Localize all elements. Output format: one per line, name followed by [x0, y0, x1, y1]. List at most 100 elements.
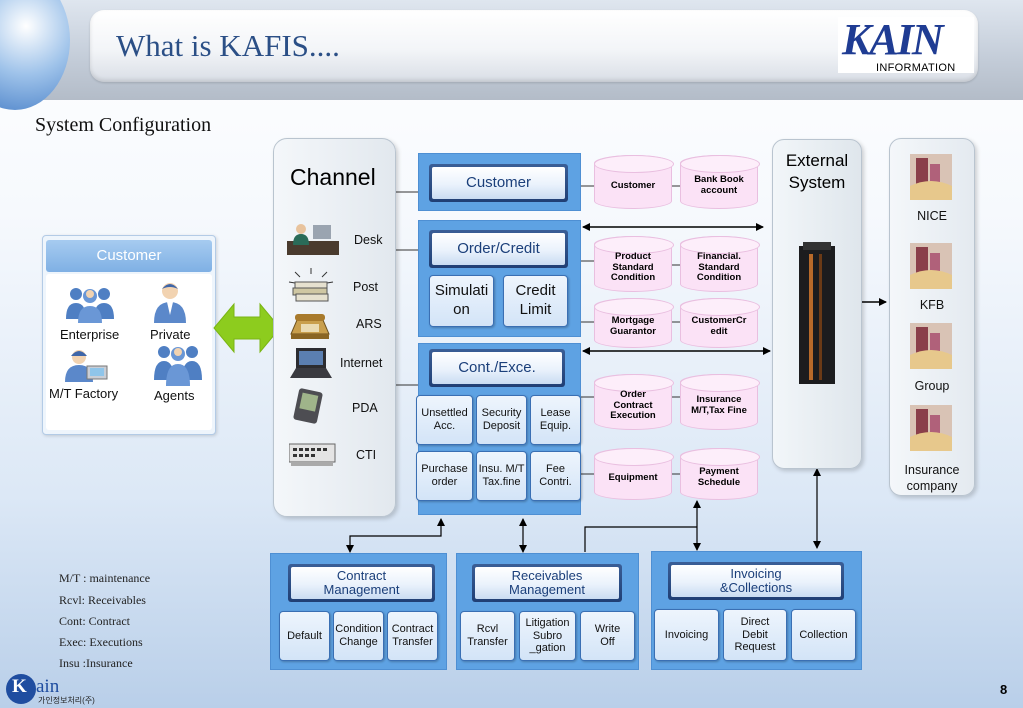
arrow-cont-contractmgmt — [346, 518, 445, 553]
unsettled-acc-label: Unsettled Acc. — [421, 407, 468, 432]
kfb-building-icon — [910, 243, 952, 289]
customer-label-mt-factory: M/T Factory — [49, 386, 119, 401]
external-system-title: External System — [785, 151, 849, 192]
cti-icon — [289, 443, 336, 466]
db-payment-schedule-label: Payment Schedule — [697, 466, 741, 488]
fee-contri-label: Fee Contri. — [539, 463, 572, 488]
factory-worker-icon — [65, 350, 108, 382]
collection-tile[interactable]: Collection — [791, 609, 856, 661]
section-title: System Configuration — [35, 114, 212, 136]
server-icon — [799, 242, 835, 384]
db-mortgage-guarantor: Mortgage Guarantor — [594, 298, 674, 348]
pda-icon — [293, 388, 323, 424]
institution-insurance-company: Insurance company — [904, 463, 960, 493]
condition-change-tile[interactable]: Condition Change — [333, 611, 384, 661]
channel-item-ars: ARS — [356, 317, 382, 331]
insu-mt-tax-tile[interactable]: Insu. M/T Tax.fine — [476, 451, 527, 501]
db-financial-standard-label: Financial. Standard Condition — [696, 250, 742, 284]
fee-contri-tile[interactable]: Fee Contri. — [530, 451, 581, 501]
desk-icon — [287, 224, 339, 255]
collection-label: Collection — [799, 628, 848, 641]
nice-building-icon — [910, 154, 952, 200]
institution-group: Group — [914, 379, 950, 393]
cont-exec-label: Cont./Exce. — [432, 352, 562, 384]
purchase-order-label: Purchase order — [421, 463, 468, 488]
db-insurance-tax-fine: Insurance M/T,Tax Fine — [680, 374, 760, 430]
db-payment-schedule: Payment Schedule — [680, 448, 760, 500]
litigation-subrogation-tile[interactable]: Litigation Subro _gation — [519, 611, 576, 661]
channel-item-desk: Desk — [354, 233, 383, 247]
customer-block-button[interactable]: Customer — [429, 164, 568, 202]
laptop-icon — [290, 348, 332, 378]
invoicing-collections-label: Invoicing &Collections — [719, 566, 793, 595]
customer-panel-title: Customer — [46, 240, 212, 272]
db-product-standard-label: Product Standard Condition — [610, 250, 656, 284]
db-mortgage-guarantor-label: Mortgage Guarantor — [610, 315, 656, 337]
post-icon — [288, 268, 334, 302]
purchase-order-tile[interactable]: Purchase order — [416, 451, 473, 501]
footer-logo-k: K — [12, 676, 27, 697]
default-tile[interactable]: Default — [279, 611, 330, 661]
note-insu: Insu :Insurance — [59, 656, 133, 670]
customer-block-label: Customer — [432, 167, 565, 199]
contract-transfer-tile[interactable]: Contract Transfer — [387, 611, 438, 661]
security-deposit-tile[interactable]: Security Deposit — [476, 395, 527, 445]
litigation-subrogation-label: Litigation Subro _gation — [525, 617, 570, 655]
rcvl-transfer-tile[interactable]: Rcvl Transfer — [460, 611, 515, 661]
contract-management-button[interactable]: Contract Management — [288, 564, 435, 602]
insurance-building-icon — [910, 405, 952, 451]
footer-logo-icon — [6, 674, 36, 704]
customer-channel-arrow-icon — [213, 302, 281, 354]
institution-nice: NICE — [917, 209, 947, 223]
customer-label-enterprise: Enterprise — [60, 327, 120, 342]
credit-limit-tile-label: Credit Limit — [515, 282, 556, 318]
condition-change-label: Condition Change — [335, 623, 382, 648]
direct-debit-request-label: Direct Debit Request — [734, 616, 776, 654]
customer-label-private: Private — [150, 327, 191, 342]
note-rcvl: Rcvl: Receivables — [59, 593, 146, 607]
credit-limit-tile[interactable]: Credit Limit — [503, 275, 568, 327]
slide-title: What is KAFIS.... — [116, 28, 340, 63]
invoicing-tile[interactable]: Invoicing — [654, 609, 719, 661]
note-mt: M/T : maintenance — [59, 571, 151, 585]
db-customer: Customer — [594, 155, 674, 209]
unsettled-acc-tile[interactable]: Unsettled Acc. — [416, 395, 473, 445]
order-credit-button[interactable]: Order/Credit — [429, 230, 568, 268]
note-cont: Cont: Contract — [59, 614, 130, 628]
db-customer-credit: CustomerCredit — [680, 298, 760, 348]
order-credit-label: Order/Credit — [432, 233, 565, 265]
institution-kfb: KFB — [919, 298, 945, 312]
db-product-standard: Product Standard Condition — [594, 236, 674, 292]
receivables-management-label: Receivables Management — [509, 568, 585, 597]
footer-logo-text: ain — [36, 676, 60, 697]
agents-icon — [154, 346, 202, 386]
invoicing-collections-button[interactable]: Invoicing &Collections — [668, 562, 844, 600]
db-order-contract-execution: Order Contract Execution — [594, 374, 674, 430]
db-bank-book-label: Bank Book account — [694, 174, 744, 196]
channel-item-post: Post — [353, 280, 379, 294]
channel-title: Channel — [290, 164, 376, 190]
db-customer-label: Customer — [610, 179, 656, 191]
rcvl-transfer-label: Rcvl Transfer — [467, 623, 508, 648]
simulation-tile[interactable]: Simulation — [429, 275, 494, 327]
write-off-tile[interactable]: Write Off — [580, 611, 635, 661]
enterprise-icon — [66, 288, 114, 323]
insu-mt-tax-label: Insu. M/T Tax.fine — [478, 463, 525, 488]
db-customer-credit-label: CustomerCredit — [691, 315, 747, 337]
db-equipment-label: Equipment — [608, 471, 658, 483]
receivables-management-button[interactable]: Receivables Management — [472, 564, 622, 602]
contract-transfer-label: Contract Transfer — [391, 623, 434, 648]
default-label: Default — [287, 629, 322, 642]
db-equipment: Equipment — [594, 448, 674, 500]
phone-icon — [290, 314, 330, 339]
channel-item-cti: CTI — [356, 448, 377, 462]
simulation-tile-label: Simulation — [434, 282, 489, 318]
page-number: 8 — [1000, 682, 1008, 697]
cont-exec-button[interactable]: Cont./Exce. — [429, 349, 565, 387]
footer-logo-subtitle: 가인정보처리(주) — [38, 696, 95, 705]
direct-debit-request-tile[interactable]: Direct Debit Request — [723, 609, 787, 661]
lease-equip-tile[interactable]: Lease Equip. — [530, 395, 581, 445]
lease-equip-label: Lease Equip. — [539, 407, 572, 432]
private-icon — [154, 283, 186, 323]
channel-item-pda: PDA — [352, 401, 378, 415]
